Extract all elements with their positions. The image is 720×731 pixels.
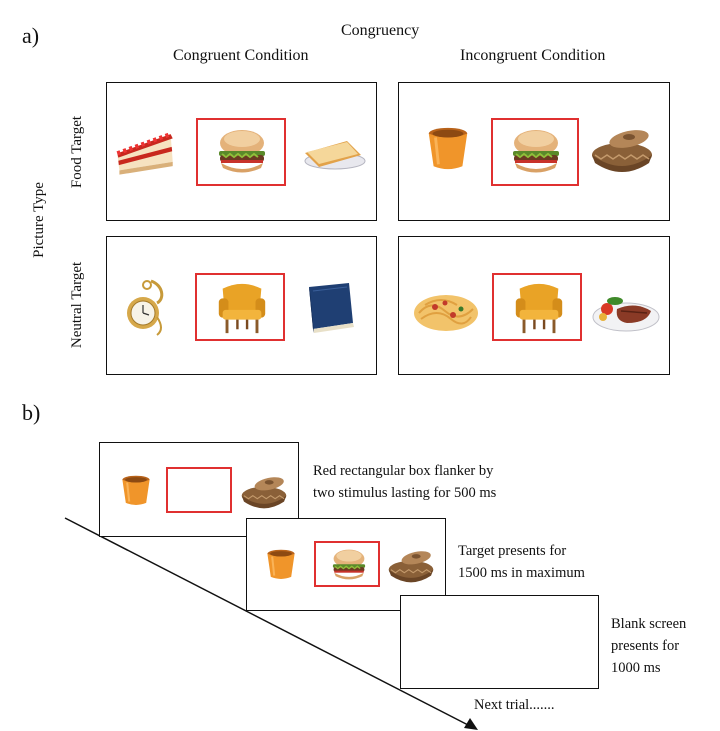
incongruent-column-header: Incongruent Condition [460,47,606,64]
step1-line1: Red rectangular box flanker by [313,463,494,479]
target-red-box [196,118,286,186]
empty-red-box [166,467,232,513]
step2-line1: Target presents for [458,543,567,559]
step3-description: Blank screen presents for 1000 ms [611,613,686,679]
panel-a-label: a) [22,23,40,48]
burger-icon [328,547,370,583]
food-incongruent-frame [398,82,670,221]
bucket-icon [119,473,153,507]
step2-description: Target presents for 1500 ms in maximum [458,540,585,584]
target-red-box [195,273,285,341]
congruency-title: Congruency [341,22,420,39]
food-congruent-frame [106,82,377,221]
step1-line2: two stimulus lasting for 500 ms [313,485,497,501]
step3-line1: Blank screen [611,616,687,632]
panel-b-label: b) [22,400,41,425]
neutral-incongruent-frame [398,236,670,375]
step3-frame [400,595,599,689]
step3-line3: 1000 ms [611,660,661,676]
target-red-box [314,541,380,587]
basket-icon [385,547,437,585]
step3-line2: presents for [611,638,680,654]
bucket-icon [264,547,298,581]
target-red-box [491,118,579,186]
step2-line2: 1500 ms in maximum [458,565,585,581]
congruent-column-header: Congruent Condition [173,47,309,64]
target-red-box [492,273,582,341]
basket-icon [238,473,290,511]
neutral-congruent-frame [106,236,377,375]
step1-description: Red rectangular box flanker by two stimu… [313,460,496,504]
next-trial-label: Next trial....... [474,697,555,713]
